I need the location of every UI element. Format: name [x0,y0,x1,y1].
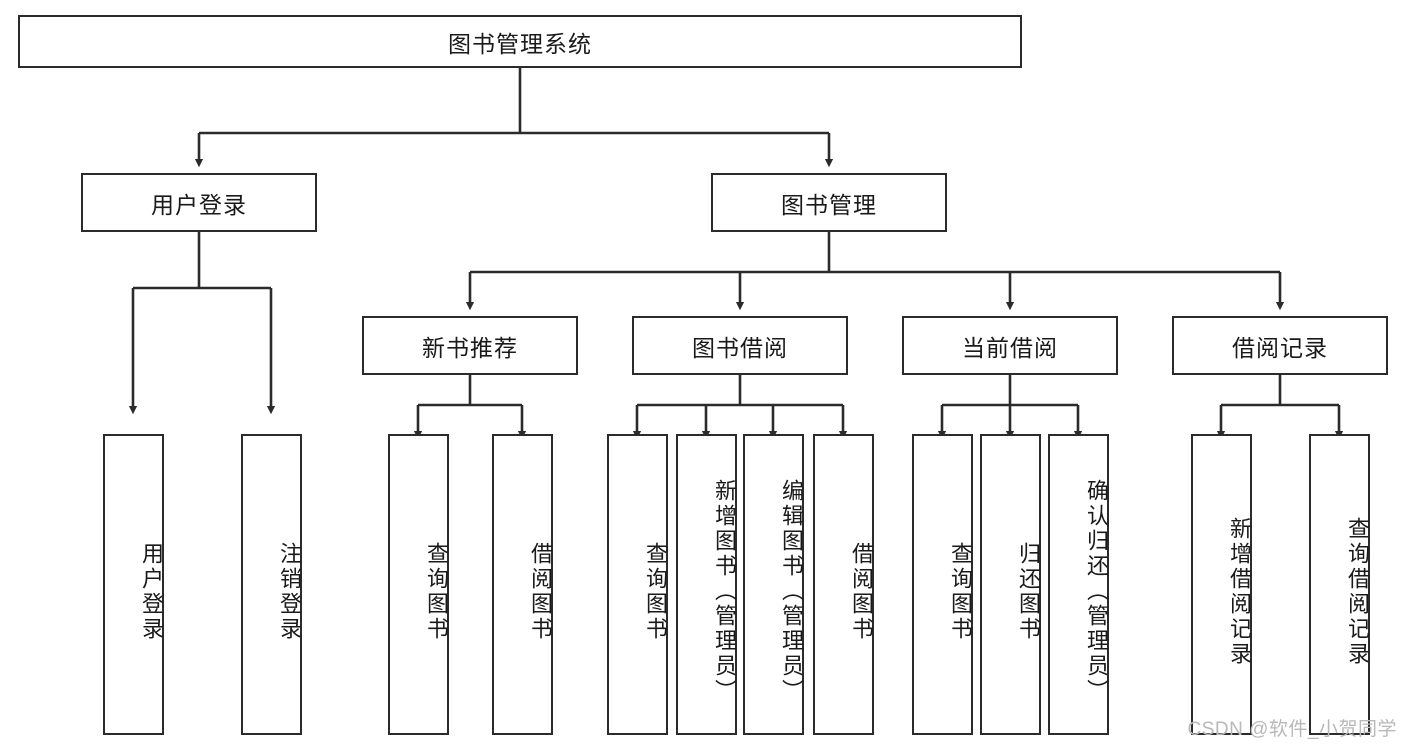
node-label: 借阅图书 [849,541,874,642]
node-label: 借阅记录 [1232,334,1328,361]
node-user-login[interactable]: 用户登录 [81,173,317,232]
leaf-current-borrow-confirm-return[interactable]: 确认归还（管理员） [1048,434,1109,735]
leaf-user-login-logout[interactable]: 注销登录 [241,434,302,735]
node-root-book-management-system[interactable]: 图书管理系统 [18,15,1022,68]
node-label: 查询图书 [424,541,449,642]
node-label: 注销登录 [277,541,302,642]
node-label: 图书借阅 [692,334,788,361]
leaf-user-login-login[interactable]: 用户登录 [103,434,164,735]
node-label: 查询图书 [948,541,973,642]
node-label: 用户登录 [151,191,247,218]
node-label: 新书推荐 [422,334,518,361]
node-label: 图书管理 [781,191,877,218]
leaf-current-borrow-query[interactable]: 查询图书 [912,434,973,735]
node-label: 借阅图书 [528,541,553,642]
leaf-book-borrow-query[interactable]: 查询图书 [607,434,668,735]
leaf-book-borrow-borrow[interactable]: 借阅图书 [813,434,874,735]
node-book-management[interactable]: 图书管理 [711,173,947,232]
node-label: 用户登录 [139,541,164,642]
node-label: 归还图书 [1016,541,1041,642]
node-label: 当前借阅 [962,334,1058,361]
leaf-new-book-query[interactable]: 查询图书 [388,434,449,735]
node-label: 新增借阅记录 [1227,516,1252,667]
leaf-borrow-record-add[interactable]: 新增借阅记录 [1191,434,1252,735]
node-label: 编辑图书（管理员） [779,479,804,704]
node-book-borrow[interactable]: 图书借阅 [632,316,848,375]
node-label: 查询借阅记录 [1345,516,1370,667]
leaf-current-borrow-return[interactable]: 归还图书 [980,434,1041,735]
node-current-borrow[interactable]: 当前借阅 [902,316,1118,375]
leaf-new-book-borrow[interactable]: 借阅图书 [492,434,553,735]
node-label: 新增图书（管理员） [712,479,737,704]
node-new-book-recommend[interactable]: 新书推荐 [362,316,578,375]
leaf-borrow-record-query[interactable]: 查询借阅记录 [1309,434,1370,735]
leaf-book-borrow-edit[interactable]: 编辑图书（管理员） [743,434,804,735]
leaf-book-borrow-add[interactable]: 新增图书（管理员） [676,434,737,735]
node-label: 查询图书 [643,541,668,642]
node-label: 图书管理系统 [448,30,592,57]
watermark: CSDN @软件_小贺同学 [1187,719,1397,740]
node-borrow-record[interactable]: 借阅记录 [1172,316,1388,375]
node-label: 确认归还（管理员） [1084,479,1109,704]
